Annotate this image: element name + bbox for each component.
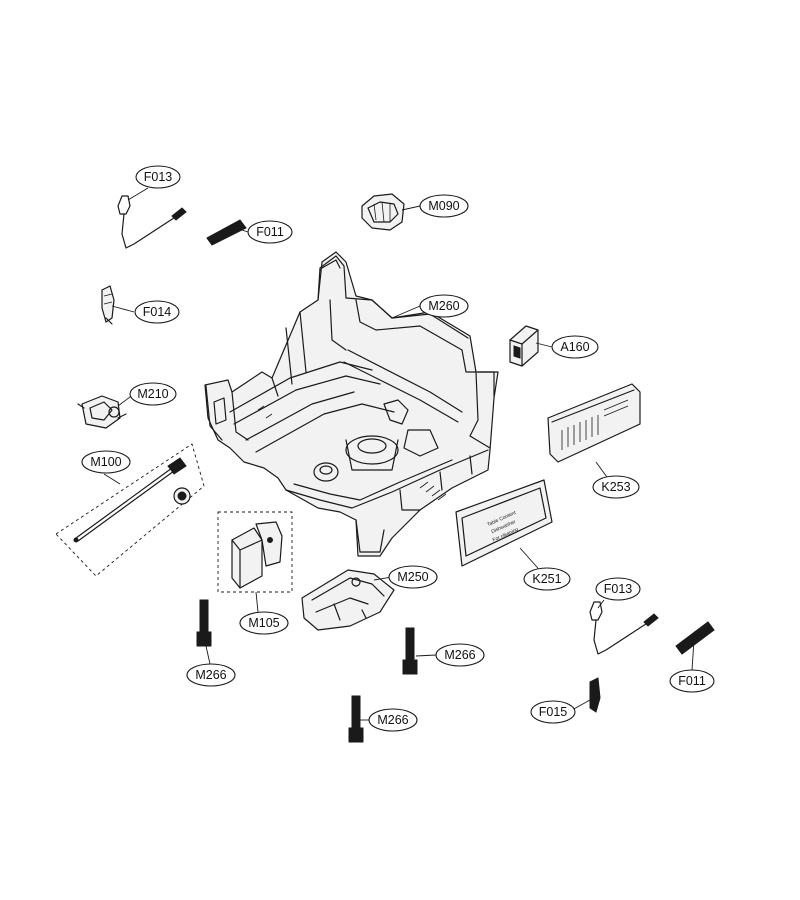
f014-clip-part <box>101 285 115 325</box>
callout-m105: M105 <box>239 611 289 635</box>
callout-f011-bottom: F011 <box>669 669 715 693</box>
base-frame-part <box>204 251 499 557</box>
f013-wire-top-part <box>117 195 187 249</box>
callout-label: A160 <box>560 340 589 354</box>
callout-m266-mid: M266 <box>435 643 485 667</box>
m090-cover-part <box>361 193 405 231</box>
callout-f015: F015 <box>530 700 576 724</box>
callout-m090: M090 <box>419 194 469 218</box>
callout-label: M266 <box>377 713 408 727</box>
f011-spring-top-part <box>206 219 247 246</box>
callout-label: M260 <box>428 299 459 313</box>
k253-panel-part <box>547 383 641 463</box>
callout-label: F015 <box>539 705 568 719</box>
callout-label: M266 <box>444 648 475 662</box>
a160-block-part <box>509 325 539 367</box>
callout-f014: F014 <box>134 300 180 324</box>
callout-f011-top: F011 <box>247 220 293 244</box>
callout-k253: K253 <box>592 475 640 499</box>
callout-label: M266 <box>195 668 226 682</box>
callout-label: F011 <box>256 225 284 239</box>
f013-wire-bottom-part <box>589 601 659 655</box>
f011-spring-bottom-part <box>675 621 715 655</box>
f015-clip-part <box>589 677 601 713</box>
m266-screw-bottom-part <box>348 695 364 743</box>
callout-label: F013 <box>604 582 633 596</box>
m105-group-part <box>217 511 293 593</box>
m266-screw-left-part <box>196 599 212 647</box>
callout-label: M250 <box>397 570 428 584</box>
callout-label: M090 <box>428 199 459 213</box>
callout-f013-bottom: F013 <box>595 577 641 601</box>
m250-bracket-part <box>301 569 395 631</box>
callout-a160: A160 <box>551 335 599 359</box>
callout-m266-bottom: M266 <box>368 708 418 732</box>
k251-plate-part: Table Content Dishwasher For cleaning <box>455 479 553 567</box>
callout-label: F013 <box>144 170 173 184</box>
callout-k251: K251 <box>523 567 571 591</box>
m266-screw-mid-part <box>402 627 418 675</box>
callout-f013-top: F013 <box>135 165 181 189</box>
callout-m210: M210 <box>129 382 177 406</box>
callout-label: K253 <box>601 480 630 494</box>
callout-label: K251 <box>532 572 561 586</box>
callout-m100: M100 <box>81 450 131 474</box>
callout-m260: M260 <box>419 294 469 318</box>
callout-label: M210 <box>137 387 168 401</box>
callout-label: M105 <box>248 616 279 630</box>
callout-label: F014 <box>143 305 172 319</box>
callout-m266-left: M266 <box>186 663 236 687</box>
m210-valve-part <box>77 395 127 429</box>
callout-label: M100 <box>90 455 121 469</box>
callout-m250: M250 <box>388 565 438 589</box>
callout-label: F011 <box>678 674 706 688</box>
m100-group-part <box>55 443 205 577</box>
